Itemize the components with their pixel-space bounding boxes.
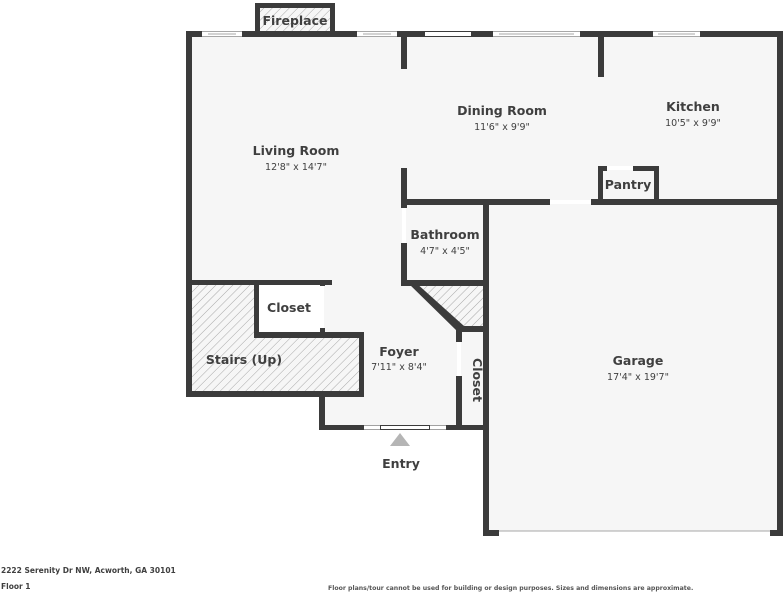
floor-fills [190,36,779,532]
doorways [321,32,770,535]
doorway-closet-2 [457,342,461,376]
doorway-dining-top [425,32,471,36]
stairs-label: Stairs (Up) [206,352,282,367]
bathroom-label: Bathroom [410,227,479,242]
foyer-label: Foyer [379,344,419,359]
dining-room-label: Dining Room [457,103,547,118]
floor-label: Floor 1 [1,582,31,591]
pantry-label: Pantry [605,177,651,192]
bathroom-dim: 4'7" x 4'5" [420,246,470,257]
garage-dim: 17'4" x 19'7" [607,372,669,383]
fireplace-label: Fireplace [262,13,327,28]
closet-2-label: Closet [470,358,485,402]
front-door [381,426,429,429]
doorway-closet-1 [321,286,324,328]
windows [202,31,700,430]
entry-arrow-icon [390,433,410,446]
fireplace-area [259,8,331,32]
doorway-pantry [607,166,633,170]
address-text: 2222 Serenity Dr NW, Acworth, GA 30101 [1,566,176,575]
kitchen-label: Kitchen [666,99,720,114]
entry-label: Entry [382,456,420,471]
garage-label: Garage [613,353,664,368]
kitchen-dim: 10'5" x 9'9" [665,118,721,129]
closet-1-label: Closet [267,300,311,315]
living-room-dim: 12'8" x 14'7" [265,162,327,173]
under-stair-area [416,284,484,328]
living-room-label: Living Room [253,143,340,158]
walls [186,3,783,536]
dining-room-dim: 11'6" x 9'9" [474,122,530,133]
garage-door [499,531,770,535]
foyer-dim: 7'11" x 8'4" [371,362,427,373]
doorway-bathroom [402,208,406,243]
disclaimer-text: Floor plans/tour cannot be used for buil… [328,585,694,592]
room-labels: Fireplace Living Room 12'8" x 14'7" Dini… [206,13,721,471]
doorway-garage [550,200,591,204]
